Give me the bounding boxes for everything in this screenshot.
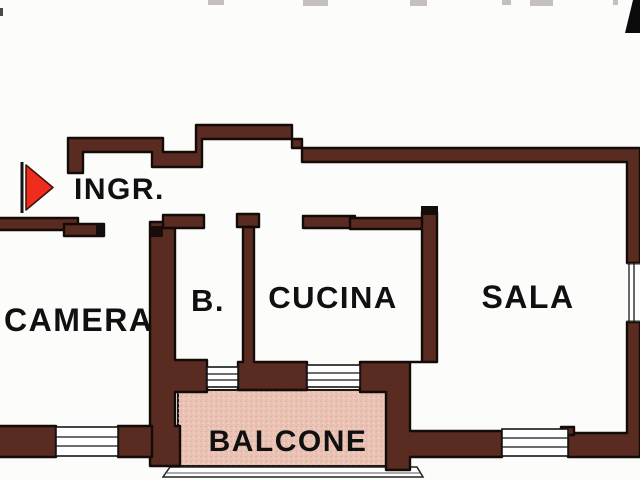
- entrance-arrow-icon: [25, 164, 54, 211]
- window-camera-south: [55, 426, 119, 457]
- balcony-step-edge: [161, 466, 425, 478]
- window-sala-east: [627, 263, 640, 322]
- wall-camera-bottom-right: [116, 424, 154, 459]
- edge-artifact: [0, 8, 3, 16]
- wall-east-south: [566, 320, 640, 459]
- wall-cucina-top-2: [348, 216, 427, 231]
- balcony-texture: [178, 390, 407, 466]
- crop-artifacts: [0, 0, 640, 33]
- jamb-divider-cap: [421, 206, 438, 215]
- entrance-arrow-line: [20, 162, 24, 213]
- corner-artifact: [625, 0, 640, 33]
- balcony-area: [161, 389, 425, 478]
- door-jambs: [96, 206, 438, 237]
- room-label-balcone: BALCONE: [209, 425, 368, 458]
- wall-divider-cap: [235, 212, 261, 229]
- room-label-cucina: CUCINA: [268, 280, 398, 315]
- room-label-camera: CAMERA: [4, 302, 153, 338]
- room-label-bagno: B.: [191, 283, 225, 318]
- room-label-sala: SALA: [481, 279, 574, 315]
- jamb-camera-wall: [150, 226, 163, 237]
- wall-cucina-top-1: [301, 214, 357, 230]
- room-labels: INGR. CAMERA B. CUCINA SALA BALCONE: [4, 173, 574, 458]
- wall-camera-right: [148, 220, 209, 468]
- window-cucina-balcony: [306, 364, 361, 388]
- window-sala-south: [501, 428, 569, 457]
- windows: [55, 263, 640, 457]
- wall-bagno-cucina-divider: [236, 225, 309, 392]
- wall-bagno-top: [161, 213, 206, 230]
- window-bagno-balcony: [206, 366, 239, 388]
- wall-camera-bottom-left: [0, 424, 58, 459]
- jamb-camera-door: [96, 224, 104, 236]
- walls: [0, 123, 640, 472]
- room-label-ingresso: INGR.: [74, 173, 165, 206]
- entrance-marker: [20, 162, 54, 213]
